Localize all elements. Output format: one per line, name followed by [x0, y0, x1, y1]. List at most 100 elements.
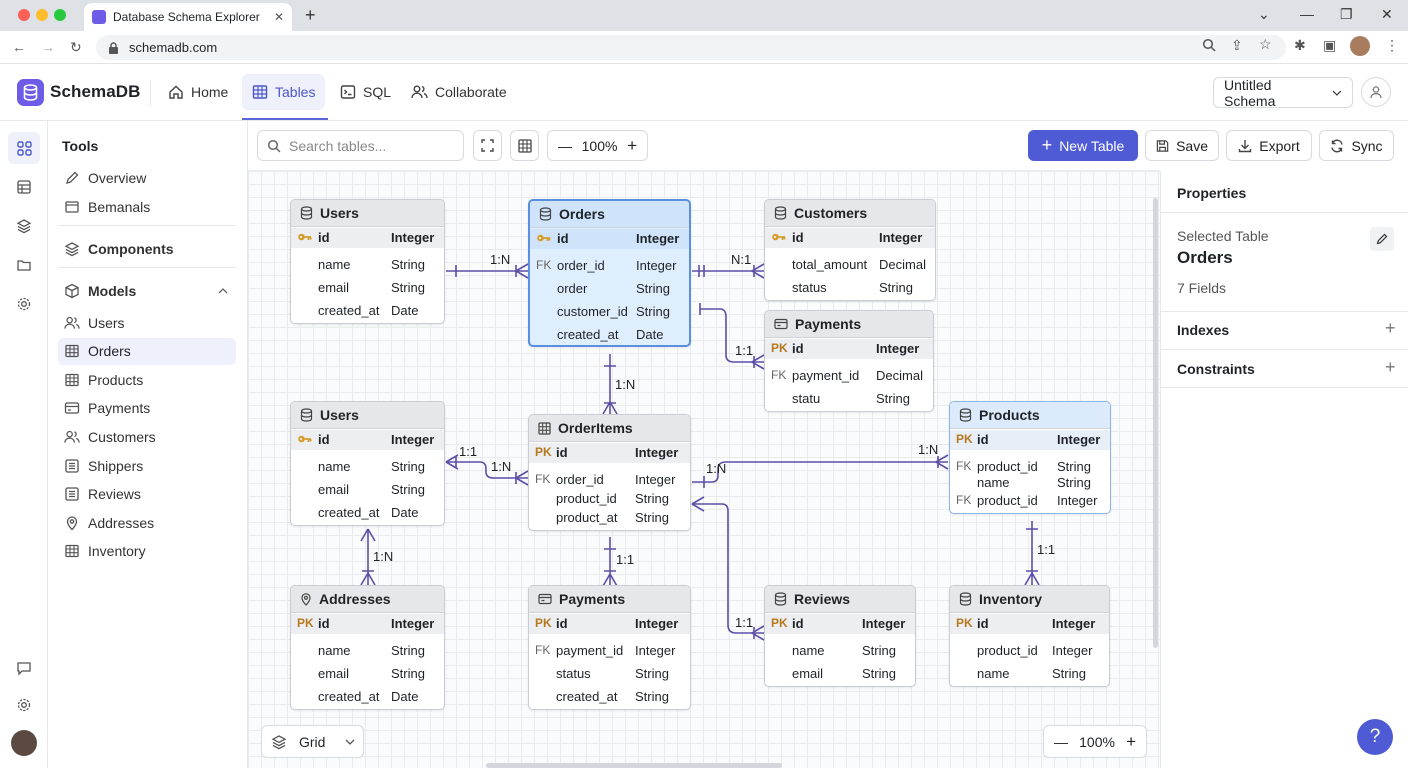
sidebar-item-components[interactable]: Components [58, 235, 236, 262]
zoom-out-button[interactable]: — [558, 137, 572, 154]
sidebar-item-users[interactable]: Users [58, 309, 236, 336]
constraints-section[interactable]: Constraints [1177, 361, 1255, 377]
table-card-header[interactable]: Inventory [950, 586, 1109, 613]
zoom-in-button[interactable]: + [627, 135, 637, 155]
side-panel-icon[interactable]: ▣ [1323, 37, 1337, 53]
sidebar-item-overview[interactable]: Overview [58, 164, 236, 191]
extensions-icon[interactable]: ✱ [1294, 37, 1306, 53]
sidebar-item-addresses[interactable]: Addresses [58, 509, 236, 536]
reload-icon[interactable]: ↻ [70, 39, 82, 55]
indexes-section[interactable]: Indexes [1177, 322, 1230, 338]
chevron-up-icon[interactable] [218, 287, 228, 294]
minimize-icon[interactable]: — [1300, 6, 1314, 22]
rail-chat[interactable] [8, 652, 40, 684]
share-icon[interactable]: ⇪ [1231, 37, 1243, 53]
fit-screen-button[interactable] [473, 130, 502, 161]
zoom-in-button[interactable]: + [1126, 731, 1136, 751]
save-button[interactable]: Save [1145, 130, 1219, 161]
sidebar-item-reviews[interactable]: Reviews [58, 481, 236, 508]
rail-settings-bottom[interactable] [8, 689, 40, 721]
edit-table-button[interactable] [1370, 227, 1394, 251]
table-card-header[interactable]: Customers [765, 200, 935, 227]
nav-sql[interactable]: SQL [330, 74, 401, 110]
rail-dashboard[interactable] [8, 132, 40, 164]
minimize-window-button[interactable] [36, 9, 48, 21]
add-constraint-button[interactable]: + [1385, 357, 1396, 377]
rail-settings[interactable] [8, 288, 40, 320]
browser-menu-icon[interactable]: ⋮ [1385, 37, 1399, 53]
table-card-header[interactable]: Products [950, 402, 1110, 429]
rail-layers[interactable] [8, 210, 40, 242]
schema-canvas[interactable]: 1:N N:1 1:1 1:N 1:1 1:N 1:N 1:N 1:N 1:1 … [248, 171, 1160, 768]
sync-button[interactable]: Sync [1319, 130, 1394, 161]
sidebar-item-products[interactable]: Products [58, 366, 236, 393]
nav-home[interactable]: Home [158, 74, 238, 110]
export-button[interactable]: Export [1226, 130, 1312, 161]
grid-toggle-button[interactable]: Grid [261, 725, 364, 758]
relation-orderitems-products[interactable] [692, 461, 948, 483]
browser-tab[interactable]: Database Schema Explorer ✕ [84, 3, 292, 31]
close-icon[interactable]: ✕ [1381, 6, 1393, 22]
table-card-header[interactable]: Addresses [291, 586, 444, 613]
table-card-header[interactable]: Payments [529, 586, 690, 613]
forward-icon[interactable]: → [41, 39, 55, 55]
table-card-header[interactable]: Reviews [765, 586, 915, 613]
rail-tables[interactable] [8, 171, 40, 203]
profile-avatar-icon[interactable] [1350, 36, 1370, 56]
bookmark-star-icon[interactable]: ☆ [1259, 36, 1272, 52]
nav-tables[interactable]: Tables [242, 74, 326, 110]
table-card-header[interactable]: Users [291, 402, 444, 429]
rail-user-avatar[interactable] [8, 727, 40, 759]
relation-orders-payments[interactable] [700, 308, 764, 363]
relation-users2-orderitems[interactable] [446, 461, 528, 479]
restore-icon[interactable]: ❐ [1340, 6, 1353, 22]
table-card-header[interactable]: Users [291, 200, 444, 227]
sidebar-item-payments[interactable]: Payments [58, 395, 236, 422]
sidebar-item-inventory[interactable]: Inventory [58, 538, 236, 565]
close-window-button[interactable] [18, 9, 30, 21]
rail-folder[interactable] [8, 249, 40, 281]
vertical-scrollbar[interactable] [1153, 198, 1158, 648]
user-account-button[interactable] [1361, 77, 1391, 107]
table-card-header[interactable]: OrderItems [529, 415, 690, 442]
zoom-out-button[interactable]: — [1054, 733, 1068, 750]
horizontal-scrollbar[interactable] [486, 763, 782, 768]
